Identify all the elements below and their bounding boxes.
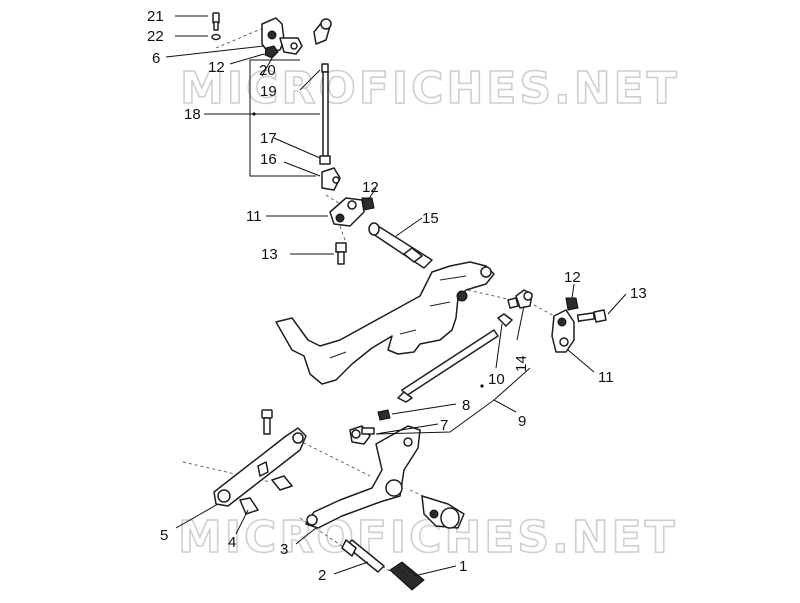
bolt-4-left [239,497,259,515]
callout-14: 14 [513,355,530,372]
callout-16: 16 [260,151,277,168]
nut-12-mid [361,197,375,211]
bolt-13-right [576,309,607,323]
callout-21: 21 [147,8,164,25]
bracket-6 [261,17,303,55]
peg-2 [341,539,385,573]
callout-13: 13 [261,246,278,263]
nut-12-top [264,45,279,59]
callout-labels: 21 22 6 12 20 19 18 17 16 12 11 15 13 12… [147,8,647,584]
rubber-1 [389,561,425,591]
callout-12: 12 [208,59,225,76]
callout-7: 7 [440,417,448,434]
lever-11-left [329,197,365,227]
ball-joint-7 [349,425,375,445]
bolt-4-right [271,475,293,491]
watermark-top: MICROFICHES.NET [180,63,680,114]
bolt-5-top [261,409,273,435]
lever-11-right [551,309,575,353]
callout-22: 22 [147,28,164,45]
callout-15: 15 [422,210,439,227]
callout-11: 11 [598,369,614,386]
pedal-3 [305,425,421,529]
callout-5: 5 [160,527,168,544]
rod-18 [319,63,341,191]
callout-4: 4 [228,534,236,551]
main-frame-bracket [275,261,495,385]
callout-8: 8 [462,397,470,414]
callout-13: 13 [630,285,647,302]
callout-20: 20 [259,62,276,79]
bolt-21 [212,12,220,31]
ball-joint-14 [507,289,533,309]
nut-12-right [565,297,579,311]
bolt-13-left [335,242,347,265]
rod-9 [397,313,513,403]
lever-5 [213,427,307,507]
callout-19: 19 [260,83,277,100]
ref-dot-18 [252,112,256,116]
callout-1: 1 [459,558,467,575]
callout-12: 12 [362,179,379,196]
callout-6: 6 [152,50,160,67]
pivot-3 [421,495,465,529]
callout-3: 3 [280,541,288,558]
callout-2: 2 [318,567,326,584]
callout-12: 12 [564,269,581,286]
shaft-15 [368,222,433,269]
watermark-bottom: MICROFICHES.NET [178,512,678,563]
nut-8 [377,409,391,421]
ref-dot-10 [480,384,484,388]
callout-17: 17 [260,130,277,147]
leader-lines [165,15,627,577]
washer-22 [211,33,221,41]
callout-18: 18 [184,106,201,123]
callout-10: 10 [488,371,505,388]
ball-joint-20 [313,18,332,45]
callout-11: 11 [246,208,262,225]
callout-9: 9 [518,413,526,430]
